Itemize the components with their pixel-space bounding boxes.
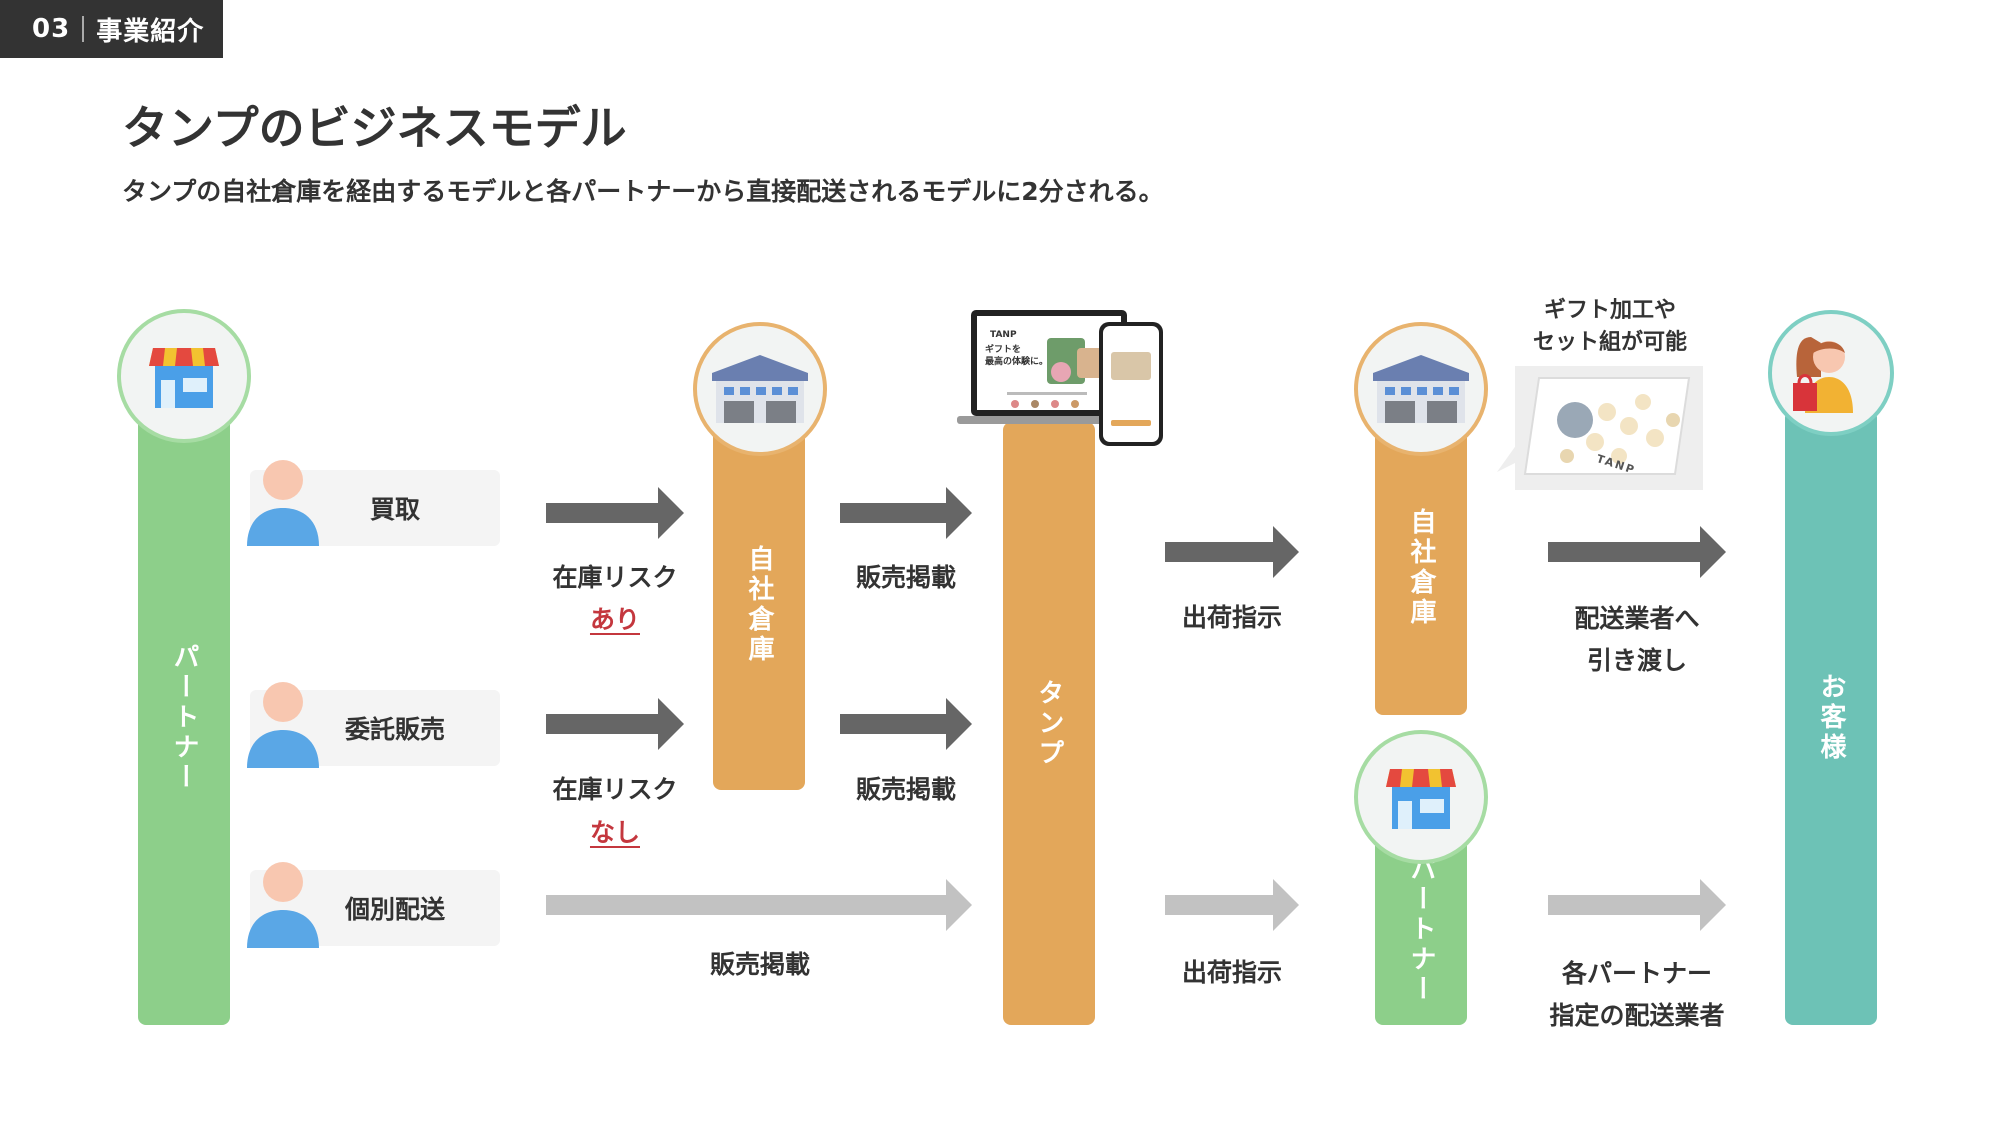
store-icon xyxy=(149,348,219,408)
device-mockup xyxy=(957,310,1163,446)
warehouse2-column-label: 自社倉庫 xyxy=(1406,507,1436,628)
customer-column-label: お客様 xyxy=(1816,672,1846,763)
section-tag: 03 事業紹介 xyxy=(0,0,223,58)
risk-value-yes: あり xyxy=(589,605,640,634)
store-icon xyxy=(1386,769,1456,829)
arrow-right-icon xyxy=(546,698,684,750)
risk-value-no: なし xyxy=(589,818,640,847)
arrow-right-icon xyxy=(1548,526,1726,578)
warehouse-icon xyxy=(712,355,808,423)
ship-instruction-label: 出荷指示 xyxy=(1181,603,1282,632)
person-icon xyxy=(247,682,319,768)
device-tagline: 最高の体験に。 xyxy=(985,357,1049,367)
warehouse2-circle xyxy=(1354,322,1488,456)
customer-column: お客様 xyxy=(1785,410,1877,1025)
customer-circle xyxy=(1768,310,1894,436)
arrow-right-icon xyxy=(546,487,684,539)
warehouse-column-label: 自社倉庫 xyxy=(744,545,774,665)
warehouse2-column: 自社倉庫 xyxy=(1375,420,1467,715)
customer-shopping-icon xyxy=(1793,337,1853,413)
risk-label: 在庫リスク xyxy=(552,563,678,592)
ship-instruction-label: 出荷指示 xyxy=(1181,958,1282,987)
partner2-column-label: パートナー xyxy=(1406,855,1436,1005)
arrow-right-icon xyxy=(1165,526,1299,578)
page-title: タンプのビジネスモデル xyxy=(122,101,627,155)
warehouse-icon xyxy=(1373,355,1469,423)
page-subtitle: タンプの自社倉庫を経由するモデルと各パートナーから直接配送されるモデルに2分され… xyxy=(122,177,1164,206)
listing-label: 販売掲載 xyxy=(855,563,956,592)
tanp-column: タンプ xyxy=(1003,422,1095,1025)
warehouse-column: 自社倉庫 xyxy=(713,420,805,790)
gift-box-photo xyxy=(1497,366,1703,490)
arrow-right-icon xyxy=(1165,879,1299,931)
direct-shipping-label: 各パートナー 指定の配送業者 xyxy=(1549,959,1725,1030)
device-headline: ギフトを xyxy=(985,345,1022,355)
handover-label: 配送業者へ 引き渡し xyxy=(1574,604,1700,675)
arrow-right-icon xyxy=(840,487,972,539)
gift-note: ギフト加工や セット組が可能 xyxy=(1532,298,1687,355)
partner-store-circle xyxy=(117,309,251,443)
listing-label: 販売掲載 xyxy=(709,950,810,979)
partner-column: パートナー xyxy=(138,410,230,1025)
tanp-column-label: タンプ xyxy=(1034,678,1064,769)
arrow-right-icon xyxy=(546,879,972,931)
arrow-right-icon xyxy=(1548,879,1726,931)
listing-label: 販売掲載 xyxy=(855,775,956,804)
device-logo: TANP xyxy=(990,330,1017,340)
person-icon xyxy=(247,862,319,948)
section-number: 03 xyxy=(32,14,71,44)
section-separator xyxy=(82,16,85,42)
risk-label: 在庫リスク xyxy=(552,775,678,804)
arrow-right-icon xyxy=(840,698,972,750)
section-name: 事業紹介 xyxy=(96,16,205,47)
person-icon xyxy=(247,460,319,546)
warehouse-circle xyxy=(693,322,827,456)
partner2-column: パートナー xyxy=(1375,835,1467,1025)
partner2-store-circle xyxy=(1354,730,1488,864)
partner-column-label: パートナー xyxy=(169,642,199,793)
